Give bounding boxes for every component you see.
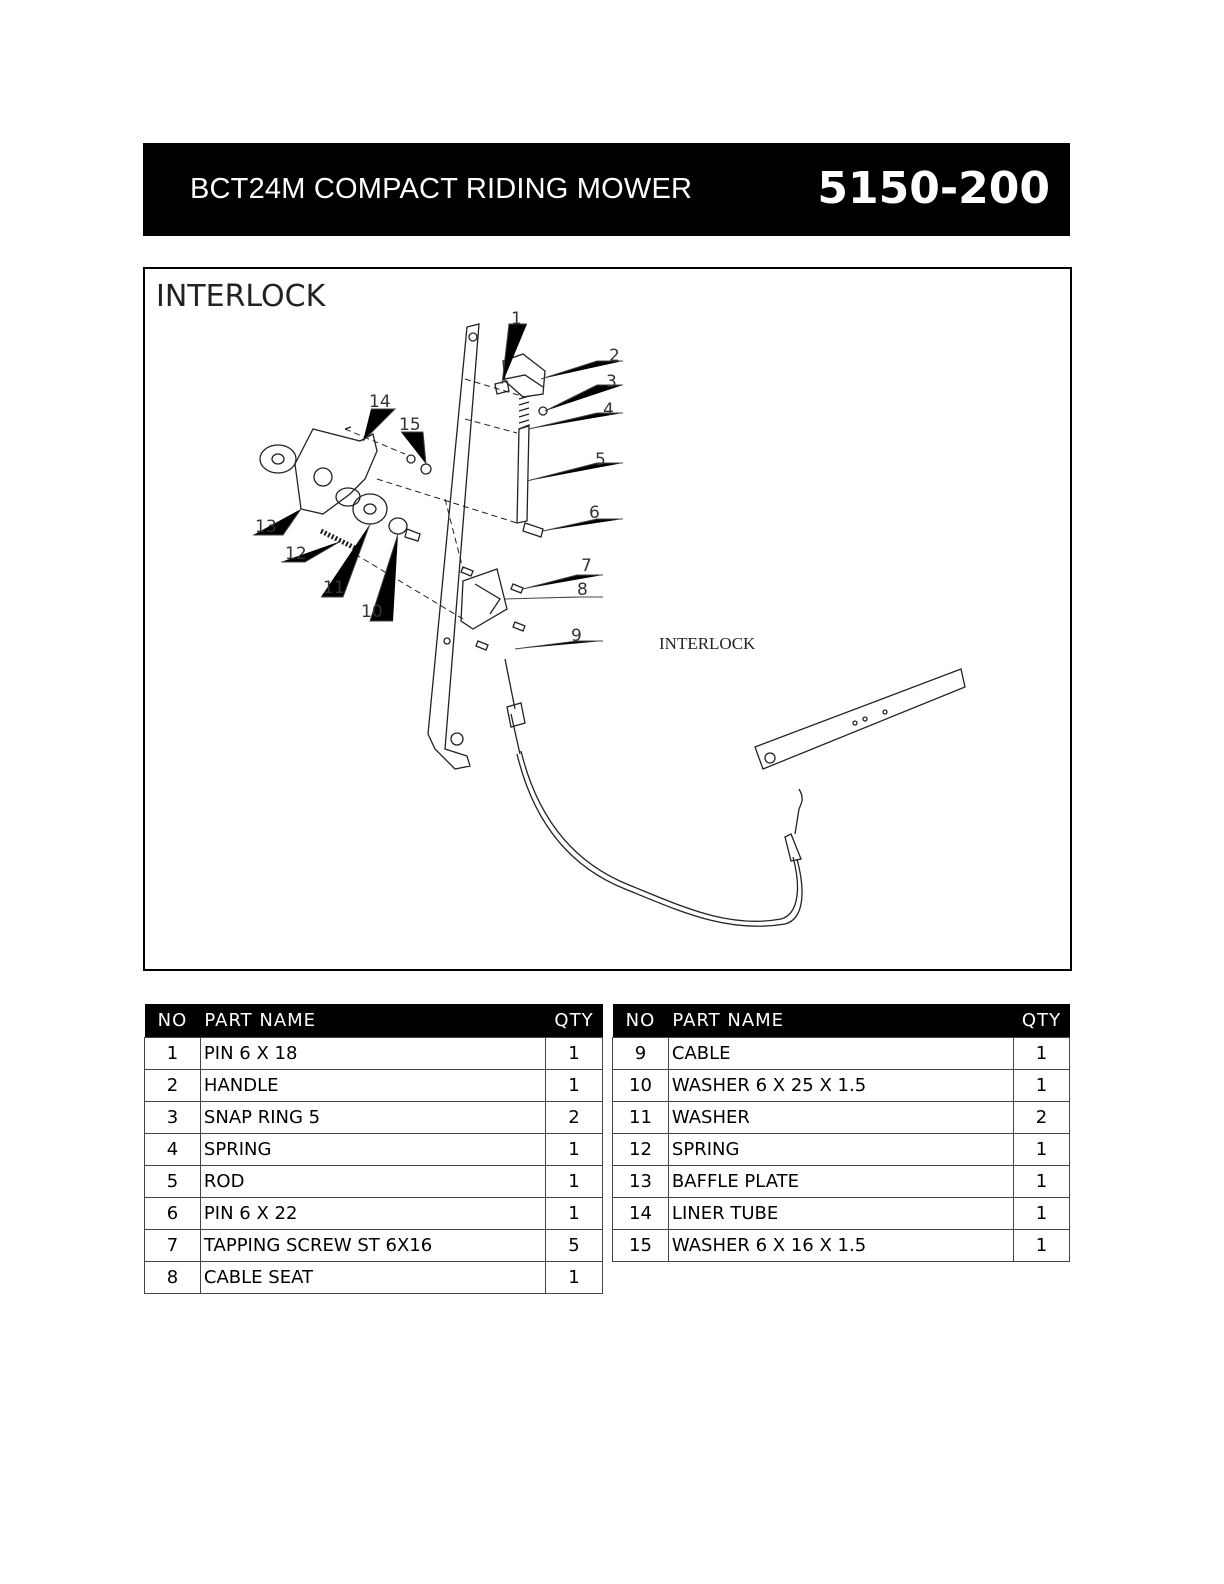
callout-15: 15 xyxy=(399,415,421,435)
callout-2: 2 xyxy=(609,346,620,366)
part-name: CABLE xyxy=(667,1037,1015,1070)
part-qty: 1 xyxy=(545,1037,603,1070)
part-qty: 1 xyxy=(1013,1133,1070,1166)
part-qty: 1 xyxy=(1013,1037,1070,1070)
part-name: SPRING xyxy=(199,1133,547,1166)
part-name: TAPPING SCREW ST 6X16 xyxy=(199,1229,547,1262)
part-no: 11 xyxy=(612,1101,669,1134)
document-title: BCT24M COMPACT RIDING MOWER xyxy=(190,173,693,205)
diagram-caption: INTERLOCK xyxy=(659,634,756,653)
part-no: 13 xyxy=(612,1165,669,1198)
part-name: ROD xyxy=(199,1165,547,1198)
section-title: INTERLOCK xyxy=(156,279,326,314)
column-header-part-name: PART NAME xyxy=(668,1004,1014,1038)
column-header-no: NO xyxy=(612,1004,669,1038)
part-no: 15 xyxy=(612,1229,669,1262)
callout-7: 7 xyxy=(581,556,592,576)
part-name: LINER TUBE xyxy=(667,1197,1015,1230)
part-no: 10 xyxy=(612,1069,669,1102)
part-no: 5 xyxy=(144,1165,201,1198)
part-qty: 2 xyxy=(545,1101,603,1134)
part-name: PIN 6 X 22 xyxy=(199,1197,547,1230)
column-header-part-name: PART NAME xyxy=(200,1004,546,1038)
callout-8: 8 xyxy=(577,580,588,600)
part-name: SNAP RING 5 xyxy=(199,1101,547,1134)
part-no: 7 xyxy=(144,1229,201,1262)
callout-6: 6 xyxy=(589,503,600,523)
interlock-exploded-drawing: 1 2 3 4 5 6 7 8 9 10 11 12 13 14 15 xyxy=(253,309,966,927)
part-no: 4 xyxy=(144,1133,201,1166)
part-no: 3 xyxy=(144,1101,201,1134)
part-name: WASHER xyxy=(667,1101,1015,1134)
part-name: SPRING xyxy=(667,1133,1015,1166)
callout-14: 14 xyxy=(369,392,391,412)
part-no: 1 xyxy=(144,1037,201,1070)
part-qty: 5 xyxy=(545,1229,603,1262)
callout-12: 12 xyxy=(285,544,307,564)
page-header: BCT24M COMPACT RIDING MOWER 5150-200 xyxy=(143,143,1070,236)
table-header-row: NO PART NAME QTY xyxy=(144,1004,603,1038)
part-name: WASHER 6 X 25 X 1.5 xyxy=(667,1069,1015,1102)
part-qty: 1 xyxy=(1013,1229,1070,1262)
part-no: 6 xyxy=(144,1197,201,1230)
callout-5: 5 xyxy=(595,450,606,470)
part-no: 2 xyxy=(144,1069,201,1102)
table-header-row: NO PART NAME QTY xyxy=(612,1004,1070,1038)
part-name: PIN 6 X 18 xyxy=(199,1037,547,1070)
column-header-qty: QTY xyxy=(545,1004,603,1038)
column-header-qty: QTY xyxy=(1013,1004,1070,1038)
exploded-diagram-panel: INTERLOCK xyxy=(143,267,1072,971)
callout-10: 10 xyxy=(361,602,383,622)
part-name: HANDLE xyxy=(199,1069,547,1102)
part-no: 14 xyxy=(612,1197,669,1230)
part-qty: 1 xyxy=(545,1261,603,1294)
part-qty: 1 xyxy=(1013,1197,1070,1230)
part-name: BAFFLE PLATE xyxy=(667,1165,1015,1198)
part-qty: 1 xyxy=(545,1069,603,1102)
callout-13: 13 xyxy=(255,517,277,537)
callout-11: 11 xyxy=(323,578,345,598)
callout-9: 9 xyxy=(571,626,582,646)
part-qty: 1 xyxy=(1013,1165,1070,1198)
part-qty: 1 xyxy=(1013,1069,1070,1102)
column-header-no: NO xyxy=(144,1004,201,1038)
part-no: 9 xyxy=(612,1037,669,1070)
part-no: 12 xyxy=(612,1133,669,1166)
part-qty: 2 xyxy=(1013,1101,1070,1134)
part-qty: 1 xyxy=(545,1165,603,1198)
callout-1: 1 xyxy=(511,309,522,329)
part-no: 8 xyxy=(144,1261,201,1294)
part-name: CABLE SEAT xyxy=(199,1261,547,1294)
callout-3: 3 xyxy=(606,372,617,392)
part-name: WASHER 6 X 16 X 1.5 xyxy=(667,1229,1015,1262)
part-qty: 1 xyxy=(545,1197,603,1230)
callout-4: 4 xyxy=(603,400,614,420)
part-code: 5150-200 xyxy=(817,163,1050,214)
part-qty: 1 xyxy=(545,1133,603,1166)
